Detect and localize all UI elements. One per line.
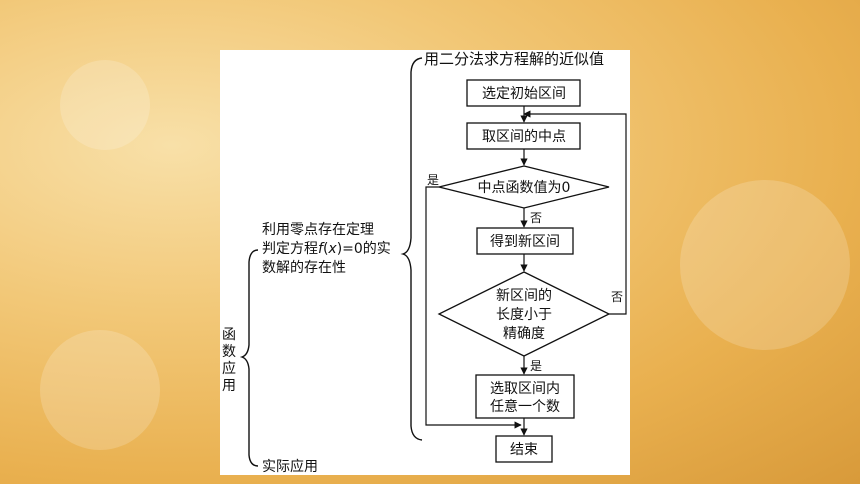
background-bokeh bbox=[680, 180, 850, 350]
root-label-char: 应 bbox=[222, 360, 236, 377]
root-label-char: 数 bbox=[222, 344, 236, 360]
midpoint-box bbox=[466, 122, 581, 150]
edge-label-no-right: 否 bbox=[611, 290, 623, 304]
existence-line2-paren: ( bbox=[323, 241, 328, 257]
pick-number-line2: 任意一个数 bbox=[490, 398, 560, 415]
end-label: 结束 bbox=[510, 442, 538, 458]
root-label-char: 用 bbox=[222, 378, 236, 394]
precision-line2: 长度小于 bbox=[496, 307, 552, 323]
precision-line3: 精确度 bbox=[503, 326, 545, 342]
pick-number-line1: 选取区间内 bbox=[490, 381, 560, 397]
existence-line3: 数解的存在性 bbox=[262, 260, 346, 276]
arrow-yes-to-end bbox=[425, 186, 522, 429]
existence-line2: 判定方程f(x)=0的实 bbox=[262, 241, 391, 257]
existence-line2-f: f bbox=[318, 241, 325, 257]
root-label: 函数应用 bbox=[222, 327, 236, 394]
edge-label-no-mid: 否 bbox=[530, 211, 542, 225]
midpoint-label: 取区间的中点 bbox=[482, 129, 566, 145]
new-interval-box bbox=[476, 227, 574, 255]
new-interval-label: 得到新区间 bbox=[490, 233, 560, 250]
background-bokeh bbox=[60, 60, 150, 150]
edge-label-yes-bottom: 是 bbox=[530, 359, 542, 373]
root-label-char: 函 bbox=[222, 327, 236, 343]
pick-number-box bbox=[475, 374, 575, 419]
brace-large bbox=[400, 57, 423, 441]
precision-line1: 新区间的 bbox=[496, 288, 552, 304]
background-bokeh bbox=[40, 330, 160, 450]
brace-small bbox=[239, 249, 259, 467]
edge-label-yes-top: 是 bbox=[427, 173, 439, 187]
existence-line2-pre: 判定方程 bbox=[262, 241, 318, 257]
end-box bbox=[495, 435, 553, 463]
existence-line2-x: x bbox=[327, 241, 337, 257]
practical-label: 实际应用 bbox=[262, 458, 318, 475]
bisection-title: 用二分法求方程解的近似值 bbox=[424, 50, 604, 68]
midpoint-zero-label: 中点函数值为0 bbox=[478, 180, 571, 196]
arrow-loop-back bbox=[523, 110, 627, 315]
existence-line2-post: )=0的实 bbox=[337, 241, 391, 257]
existence-line1: 利用零点存在定理 bbox=[262, 222, 374, 238]
select-interval-label: 选定初始区间 bbox=[482, 85, 566, 102]
select-interval-box bbox=[466, 79, 581, 107]
